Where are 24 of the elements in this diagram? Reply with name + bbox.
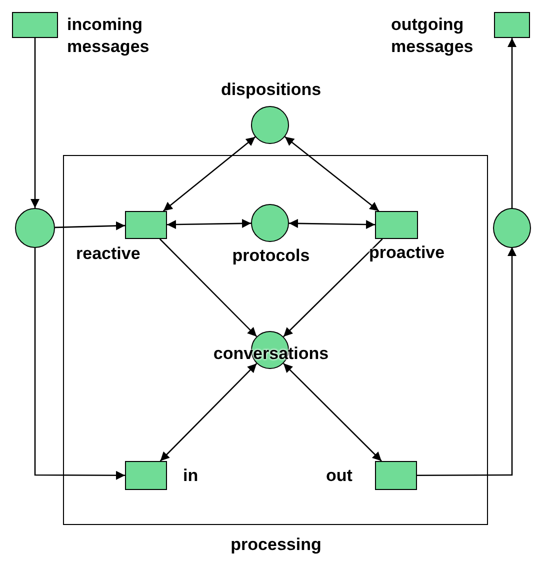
node-label: outgoing messages [391,14,474,58]
arrow [283,238,383,338]
arrow [54,221,126,230]
arrow [34,248,125,480]
arrow [166,218,252,230]
node-label: proactive [369,242,445,264]
place-circle [15,208,55,248]
node-label: incoming messages [67,14,150,58]
arrow [283,362,382,462]
arrow [160,363,258,462]
arrow [162,136,256,212]
arrow [30,38,40,208]
arrow [417,247,516,476]
arrow [284,136,380,212]
node-label: processing [230,534,322,556]
arrow [159,238,258,337]
node-label: in [183,465,198,487]
place-circle [493,208,531,248]
arrow [508,38,516,209]
arrow [288,218,376,230]
node-label: dispositions [220,79,322,101]
node-label: out [326,465,352,487]
node-label: reactive [76,243,140,265]
node-label: protocols [232,245,310,267]
